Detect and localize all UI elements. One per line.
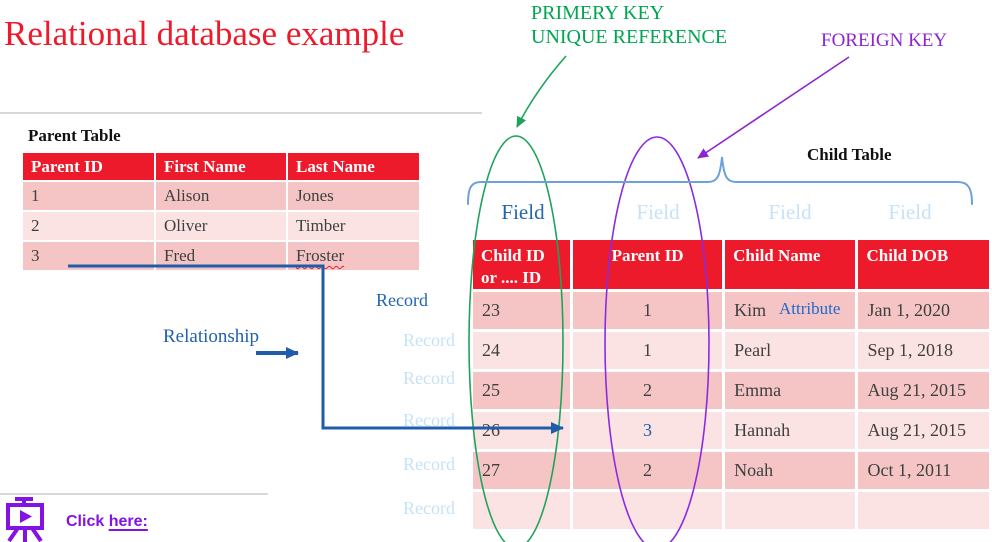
table-cell: Oct 1, 2011 (858, 452, 989, 489)
table-cell (473, 492, 570, 529)
table-cell: Pearl (725, 332, 856, 369)
field-label-1: Field (501, 200, 545, 224)
record-label-5: Record (403, 454, 455, 474)
parent-table: Parent ID First Name Last Name 1 Alison … (21, 151, 421, 272)
column-header: Child ID or .... ID (473, 240, 570, 289)
table-cell: Jones (288, 182, 419, 210)
table-cell: Oliver (156, 212, 286, 240)
table-cell: Noah (725, 452, 856, 489)
table-cell: Aug 21, 2015 (858, 372, 989, 409)
misspelled-word: Froster (296, 246, 345, 265)
column-header: First Name (156, 153, 286, 180)
table-cell: 2 (572, 372, 723, 409)
table-cell: 1 (572, 332, 723, 369)
table-cell: 2 (572, 452, 723, 489)
table-cell: 2 (23, 212, 154, 240)
column-header: Last Name (288, 153, 419, 180)
column-header: Parent ID (23, 153, 154, 180)
table-cell (725, 492, 856, 529)
primary-key-note-line1: PRIMERY KEY (531, 2, 665, 24)
parent-table-title: Parent Table (28, 126, 121, 145)
table-cell: 1 (572, 292, 723, 329)
table-cell: 3 (23, 242, 154, 270)
table-cell: Sep 1, 2018 (858, 332, 989, 369)
table-row-empty (473, 492, 989, 529)
child-table-brace (467, 156, 973, 205)
table-row: 2 Oliver Timber (23, 212, 419, 240)
column-header: Child Name (725, 240, 856, 289)
table-row: 26 3 Hannah Aug 21, 2015 (473, 412, 989, 449)
table-row: 23 1 Kim Jan 1, 2020 (473, 292, 989, 329)
record-label-2: Record (403, 330, 455, 350)
table-cell: Fred (156, 242, 286, 270)
column-header: Child DOB (858, 240, 989, 289)
column-header: Parent ID (572, 240, 723, 289)
relationship-label: Relationship (163, 326, 260, 347)
table-cell: Alison (156, 182, 286, 210)
primary-key-note-line2: UNIQUE REFERENCE (531, 26, 728, 48)
table-cell: 27 (473, 452, 570, 489)
primary-key-note: PRIMERY KEY UNIQUE REFERENCE (531, 1, 727, 49)
table-cell: Hannah (725, 412, 856, 449)
child-table-header-row: Child ID or .... ID Parent ID Child Name… (473, 240, 989, 289)
table-cell: Kim (725, 292, 856, 329)
table-row: 27 2 Noah Oct 1, 2011 (473, 452, 989, 489)
parent-table-header-row: Parent ID First Name Last Name (23, 153, 419, 180)
table-row: 24 1 Pearl Sep 1, 2018 (473, 332, 989, 369)
here-link[interactable]: here: (108, 513, 148, 530)
foreign-key-arrow (697, 56, 850, 159)
record-label-1: Record (376, 290, 428, 310)
table-cell (572, 492, 723, 529)
divider-line-top (0, 112, 482, 114)
record-label-3: Record (403, 368, 455, 388)
table-cell: 23 (473, 292, 570, 329)
divider-line-bottom (0, 493, 268, 495)
table-cell: 25 (473, 372, 570, 409)
record-label-6: Record (403, 498, 455, 518)
record-label-4: Record (403, 410, 455, 430)
foreign-key-note: FOREIGN KEY (821, 30, 948, 51)
foreign-key-value-cell: 3 (572, 412, 723, 449)
page-title: Relational database example (4, 14, 405, 53)
presentation-play-icon[interactable] (4, 496, 46, 542)
attribute-label: Attribute (779, 299, 841, 318)
field-label-4: Field (888, 200, 932, 224)
table-cell: Timber (288, 212, 419, 240)
table-row: 1 Alison Jones (23, 182, 419, 210)
table-cell: Jan 1, 2020 (858, 292, 989, 329)
table-cell: 1 (23, 182, 154, 210)
field-label-3: Field (768, 200, 812, 224)
field-label-2: Field (636, 200, 680, 224)
click-text: Click (66, 513, 105, 530)
click-here-line: Click here: (66, 513, 148, 531)
child-table-title: Child Table (807, 145, 892, 164)
table-row: 25 2 Emma Aug 21, 2015 (473, 372, 989, 409)
table-cell: Emma (725, 372, 856, 409)
table-cell: Aug 21, 2015 (858, 412, 989, 449)
table-cell: Froster (288, 242, 419, 270)
table-row: 3 Fred Froster (23, 242, 419, 270)
primary-key-arrow (516, 55, 567, 128)
table-cell: 24 (473, 332, 570, 369)
child-table: Child ID or .... ID Parent ID Child Name… (470, 237, 992, 532)
table-cell: 26 (473, 412, 570, 449)
table-cell (858, 492, 989, 529)
